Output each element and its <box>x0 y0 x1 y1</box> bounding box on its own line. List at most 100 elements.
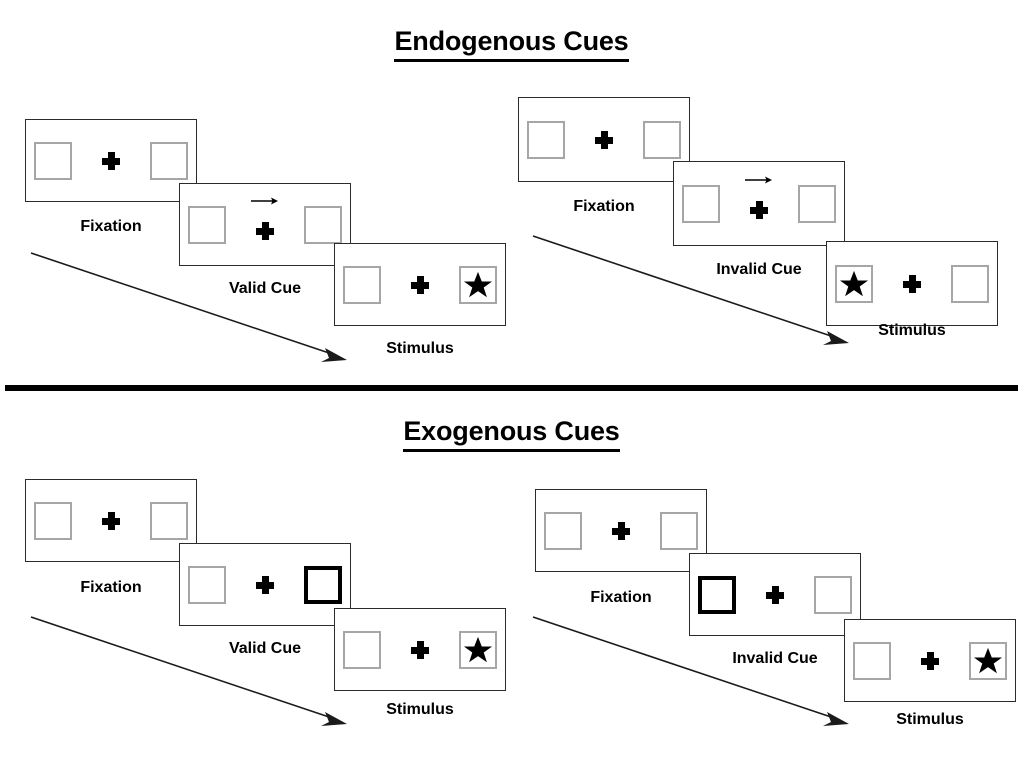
panel-label-exogenous-invalid-stimulus: Stimulus <box>896 711 964 728</box>
center-zone <box>94 138 128 184</box>
plus-cross-icon <box>256 221 274 240</box>
stimulus-box-right[interactable] <box>798 184 836 223</box>
panel-content <box>335 609 505 690</box>
stimulus-box-right[interactable] <box>969 641 1007 680</box>
center-zone <box>913 638 947 684</box>
panel-exogenous-invalid-cue[interactable] <box>689 553 861 636</box>
stimulus-box-right[interactable] <box>150 501 188 540</box>
section-exogenous: Exogenous Cues Fixation Vali <box>0 391 1023 767</box>
panel-content <box>827 242 997 325</box>
panel-endogenous-valid-stimulus[interactable] <box>334 243 506 326</box>
stimulus-box-right[interactable] <box>150 141 188 180</box>
panel-label-endogenous-valid-fixation: Fixation <box>80 218 142 235</box>
stimulus-box-left[interactable] <box>34 141 72 180</box>
panel-endogenous-invalid-fixation[interactable] <box>518 97 690 182</box>
plus-cross-icon <box>903 274 921 293</box>
panel-label-endogenous-invalid-cue: Invalid Cue <box>716 261 802 278</box>
flow-arrow-exogenous-valid <box>30 616 347 726</box>
stimulus-box-right[interactable] <box>814 575 852 614</box>
center-zone <box>742 176 776 227</box>
stimulus-box-left[interactable] <box>188 205 226 244</box>
star-icon <box>839 270 869 296</box>
stimulus-box-left[interactable] <box>682 184 720 223</box>
panel-label-exogenous-invalid-cue: Invalid Cue <box>732 650 818 667</box>
panel-label-endogenous-valid-cue: Valid Cue <box>228 280 302 297</box>
section-title-exogenous: Exogenous Cues <box>0 416 1023 452</box>
stimulus-box-right[interactable] <box>304 205 342 244</box>
section-divider <box>5 385 1018 391</box>
section-endogenous: Endogenous Cues Fixation <box>0 26 1023 362</box>
center-zone <box>403 262 437 308</box>
panel-content <box>26 120 196 201</box>
panel-content <box>180 544 350 625</box>
stimulus-box-left[interactable] <box>343 630 381 669</box>
plus-cross-icon <box>102 511 120 530</box>
arrow-right-icon <box>251 197 278 204</box>
plus-cross-icon <box>595 130 613 149</box>
center-zone <box>758 572 792 618</box>
stimulus-box-right[interactable] <box>459 265 497 304</box>
flow-arrow-exogenous-invalid <box>532 616 849 726</box>
panel-content <box>536 490 706 571</box>
stimulus-box-right[interactable] <box>660 511 698 550</box>
panel-label-exogenous-valid-cue: Valid Cue <box>228 640 302 657</box>
star-icon <box>463 271 493 297</box>
plus-cross-icon <box>750 200 768 219</box>
center-zone <box>895 261 929 307</box>
stimulus-box-right[interactable] <box>459 630 497 669</box>
stimulus-box-left[interactable] <box>188 565 226 604</box>
center-zone <box>94 498 128 544</box>
section-title-exogenous-text: Exogenous Cues <box>403 416 620 452</box>
plus-cross-icon <box>256 575 274 594</box>
panel-endogenous-valid-fixation[interactable] <box>25 119 197 202</box>
stimulus-box-left[interactable] <box>853 641 891 680</box>
center-zone <box>248 197 282 248</box>
panel-content <box>845 620 1015 701</box>
panel-content <box>690 554 860 635</box>
stimulus-box-left[interactable] <box>835 264 873 303</box>
panel-endogenous-invalid-stimulus[interactable] <box>826 241 998 326</box>
stimulus-box-right-cued[interactable] <box>304 565 342 604</box>
panel-label-exogenous-valid-stimulus: Stimulus <box>386 701 454 718</box>
panel-content <box>674 162 844 245</box>
plus-cross-icon <box>102 151 120 170</box>
flow-arrow-endogenous-invalid <box>532 235 849 345</box>
panel-exogenous-invalid-fixation[interactable] <box>535 489 707 572</box>
panel-content <box>519 98 689 181</box>
stimulus-box-left[interactable] <box>527 120 565 159</box>
panel-label-endogenous-invalid-fixation: Fixation <box>573 198 635 215</box>
stimulus-box-right[interactable] <box>643 120 681 159</box>
panel-label-endogenous-valid-stimulus: Stimulus <box>386 340 454 357</box>
plus-cross-icon <box>612 521 630 540</box>
panel-exogenous-invalid-stimulus[interactable] <box>844 619 1016 702</box>
panel-label-endogenous-invalid-stimulus: Stimulus <box>878 322 946 339</box>
panel-endogenous-valid-cue[interactable] <box>179 183 351 266</box>
panel-content <box>26 480 196 561</box>
stimulus-box-left[interactable] <box>343 265 381 304</box>
plus-cross-icon <box>921 651 939 670</box>
panel-exogenous-valid-stimulus[interactable] <box>334 608 506 691</box>
panel-endogenous-invalid-cue[interactable] <box>673 161 845 246</box>
center-zone <box>604 508 638 554</box>
star-icon <box>463 636 493 662</box>
stimulus-box-left-cued[interactable] <box>698 575 736 614</box>
section-title-endogenous-text: Endogenous Cues <box>394 26 629 62</box>
plus-cross-icon <box>411 640 429 659</box>
stimulus-box-left[interactable] <box>34 501 72 540</box>
panel-exogenous-valid-fixation[interactable] <box>25 479 197 562</box>
panel-label-exogenous-invalid-fixation: Fixation <box>590 589 652 606</box>
center-zone <box>248 562 282 608</box>
flow-arrow-endogenous-valid <box>30 252 347 362</box>
stimulus-box-left[interactable] <box>544 511 582 550</box>
panel-exogenous-valid-cue[interactable] <box>179 543 351 626</box>
panel-content <box>180 184 350 265</box>
panel-content <box>335 244 505 325</box>
section-title-endogenous: Endogenous Cues <box>0 26 1023 62</box>
panel-label-exogenous-valid-fixation: Fixation <box>80 579 142 596</box>
stimulus-box-right[interactable] <box>951 264 989 303</box>
arrow-right-icon <box>745 176 772 183</box>
plus-cross-icon <box>411 275 429 294</box>
center-zone <box>587 117 621 163</box>
plus-cross-icon <box>766 585 784 604</box>
